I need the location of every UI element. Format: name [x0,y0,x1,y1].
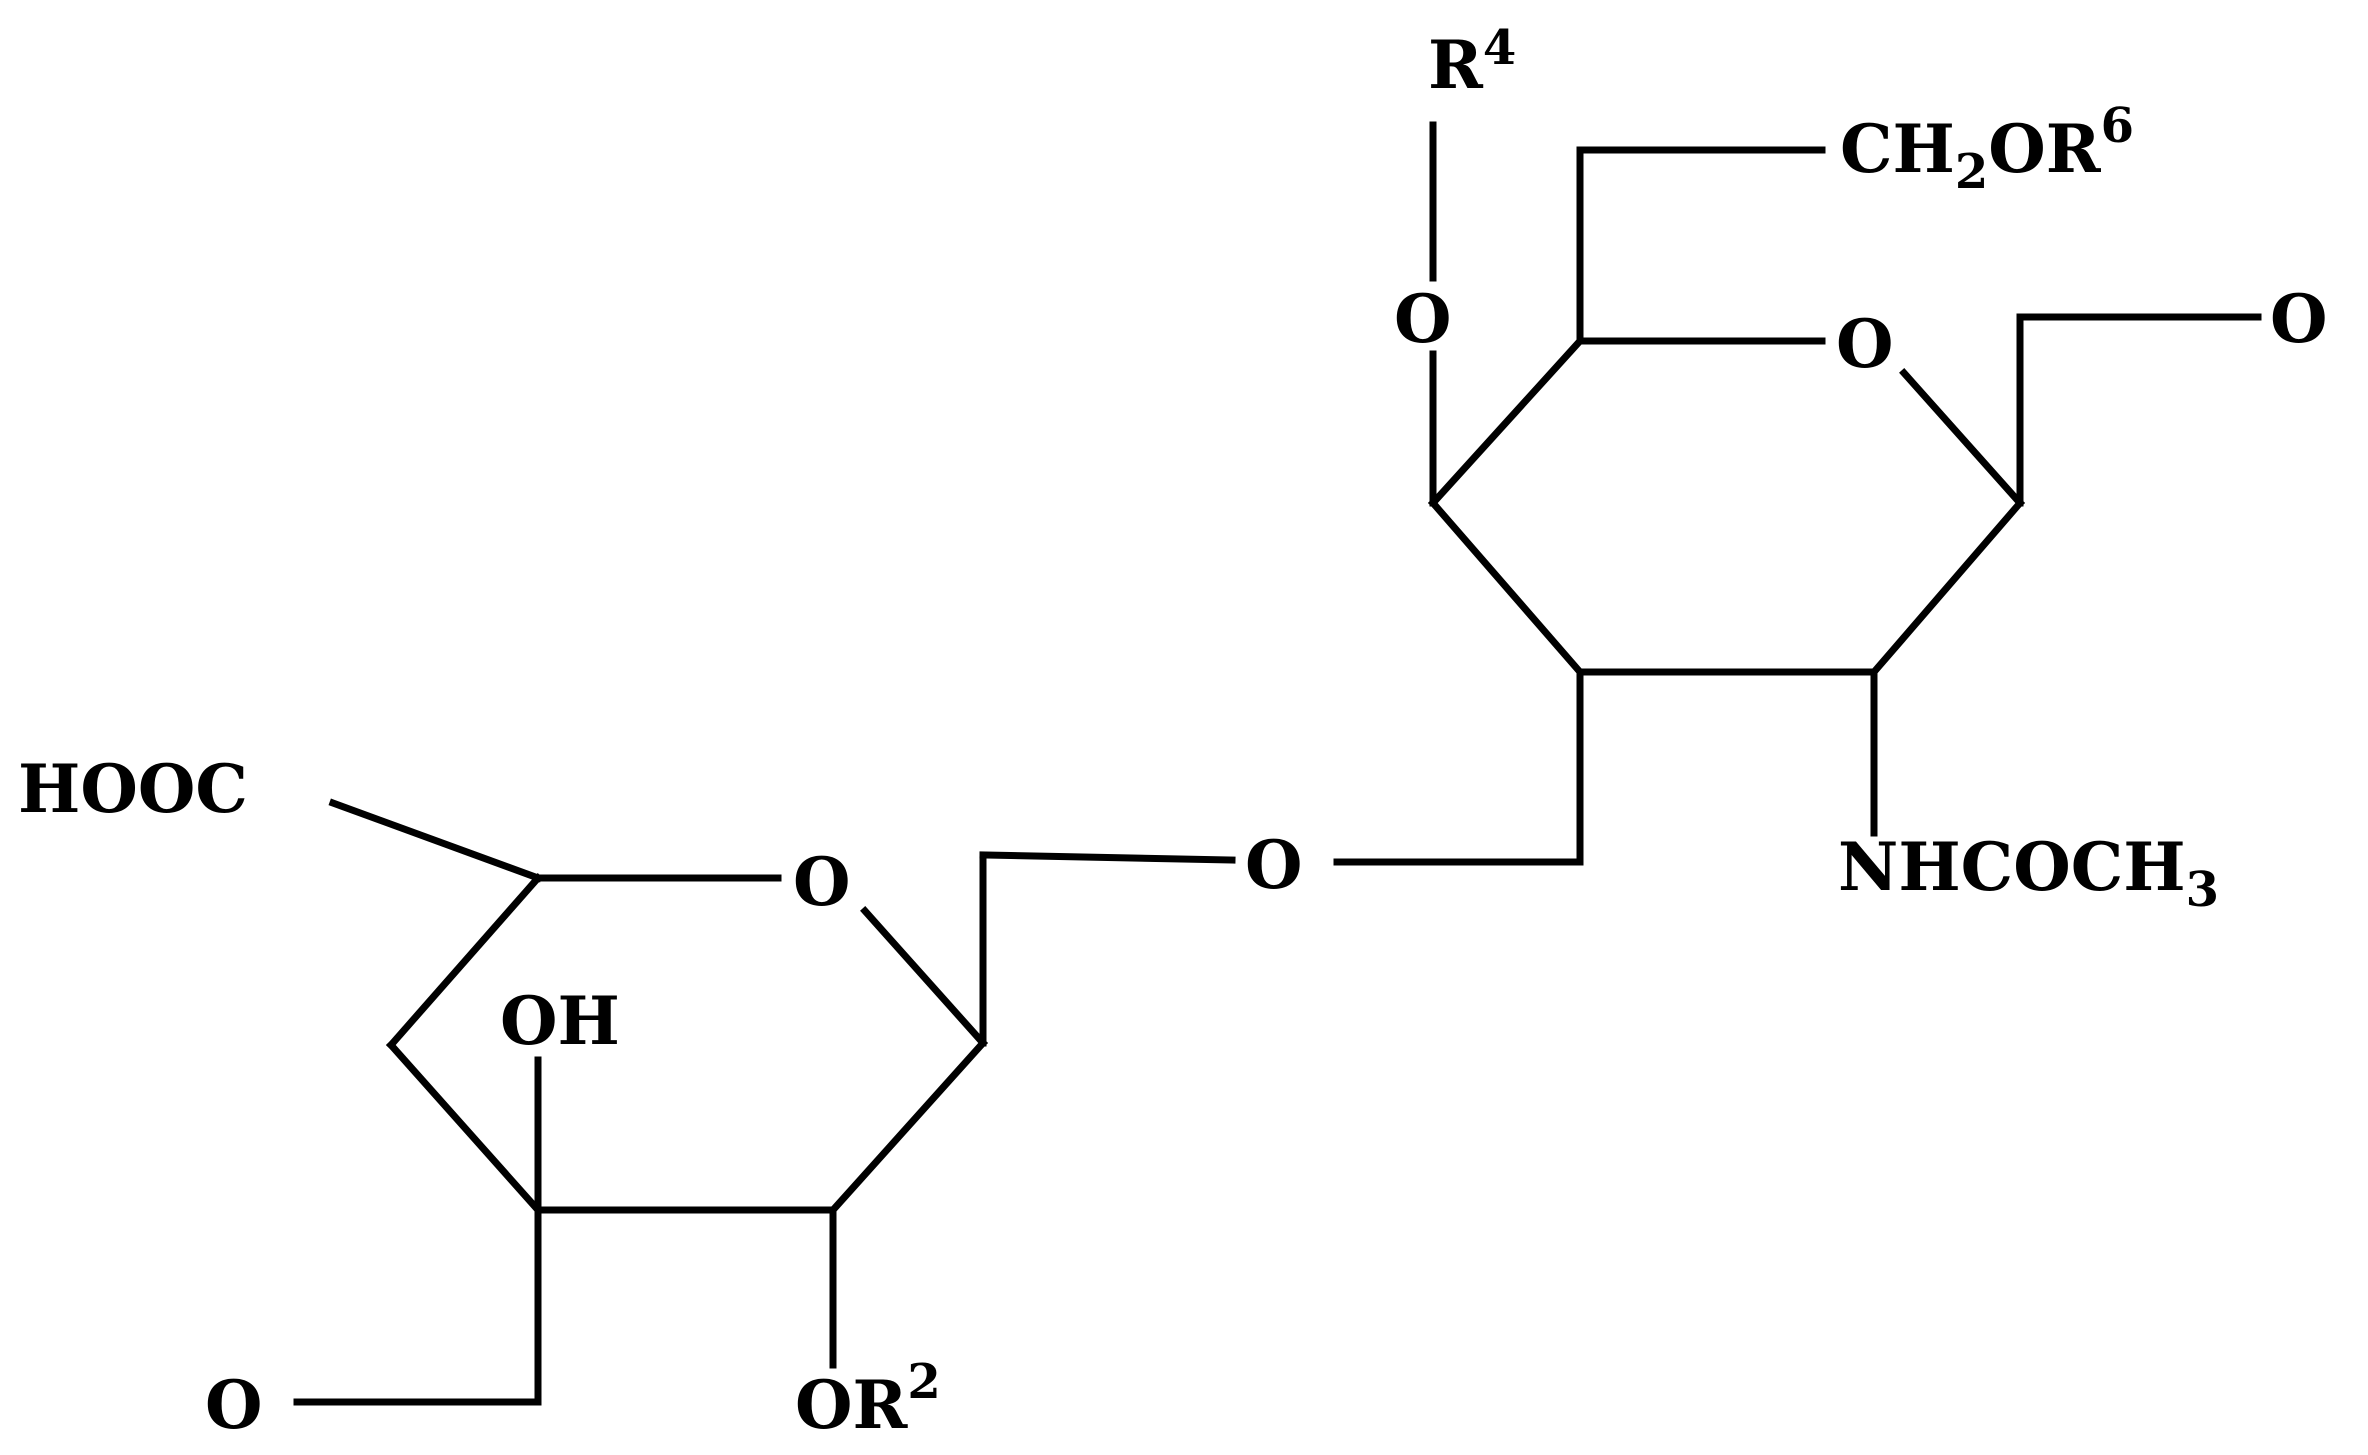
o-far-right-label: O [2270,280,2328,358]
o-glycosidic-label: O [1245,826,1303,904]
bond-c3-c4 [1428,498,1585,677]
bond-ring-o-c1-left [860,906,988,1048]
bond-ring-o-c1 [1899,368,2025,508]
left-ring [293,798,1236,1406]
o-ring-left-label: O [793,843,851,921]
hooc-label: HOOC [18,750,248,828]
bond-hooc-c5 [328,798,543,883]
or2-label: OR2 [795,1354,941,1444]
bond-c5-c4 [386,873,543,1050]
nhcoch3-label: NHCOCH3 [1838,828,2219,918]
bond-c4-c5 [1428,336,1585,508]
o-upper-left-label: O [1394,280,1452,358]
bond-glycosidic-o-c1 [979,851,1236,864]
oh-label: OH [500,982,620,1060]
right-ring [1333,121,2262,866]
o-ring-right-label: O [1836,305,1894,383]
bond-c4-c3 [386,1040,543,1215]
ch2or6-label: CH2OR6 [1840,98,2134,200]
bond-c2-c1 [828,1038,988,1215]
o-bottom-left-label: O [205,1366,263,1444]
r4-label: R4 [1428,20,1516,104]
bond-c1-c2 [1869,498,2025,677]
